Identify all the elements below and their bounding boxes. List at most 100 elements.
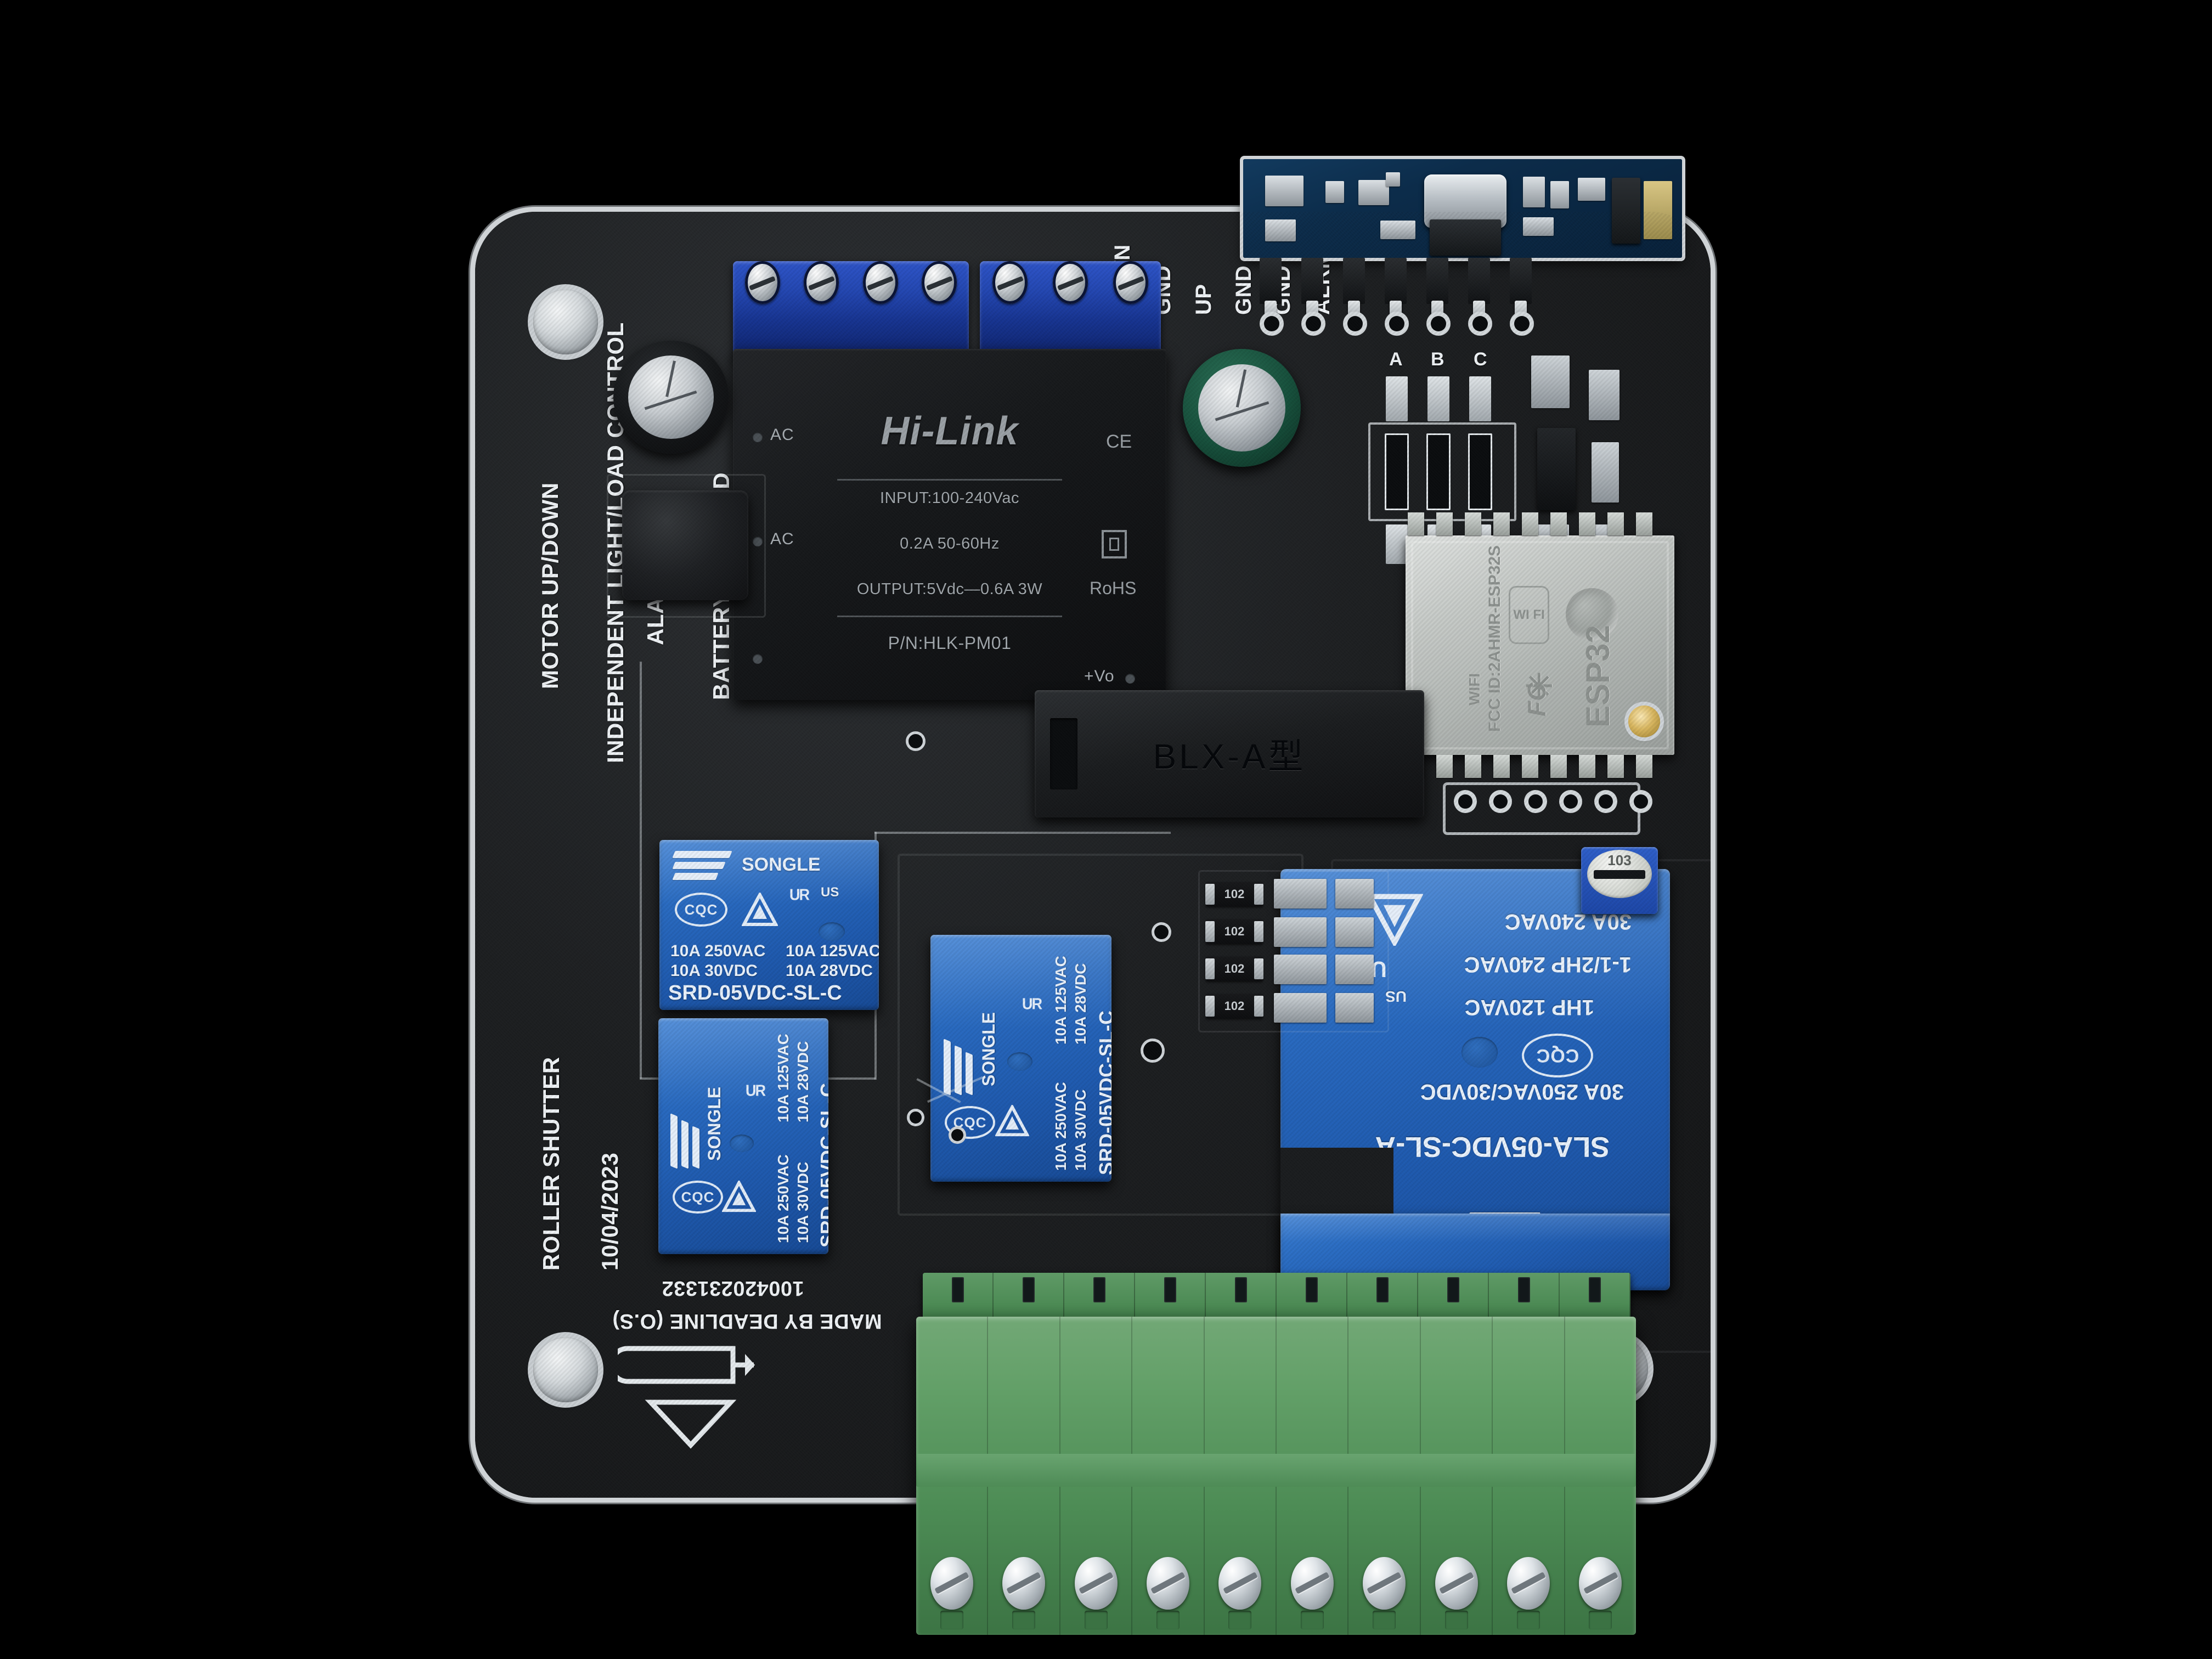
terminal-label-gnd-2: GND <box>1232 265 1256 315</box>
green-header-way <box>1206 1273 1277 1328</box>
green-terminal-screw[interactable] <box>1002 1557 1046 1610</box>
trimpot-wiper[interactable]: 103 <box>1587 849 1652 898</box>
green-header-way <box>1560 1273 1630 1328</box>
ul-mark: ᵁᴿ <box>1023 995 1042 1019</box>
relay-rating-dc-left: 10A 30VDC <box>1072 1089 1089 1171</box>
smd-resistor-102-4: 102 <box>1205 994 1264 1018</box>
green-terminal-port[interactable] <box>1084 1611 1108 1629</box>
jumper-label-b: B <box>1431 349 1445 370</box>
relay-small-2: SONGLE CQC ᵁᴿ 10A 250VAC 10A 125VAC 10A … <box>658 1018 828 1254</box>
wifi-badge-text: WI FI <box>1513 607 1545 622</box>
pcb-board: BT DOWN GND UP GND GND ALRM MOTOR UP/DOW… <box>475 159 1715 1545</box>
esp32-fcc-id-label: FCC ID:2AHMR-ESP32S <box>1486 545 1504 732</box>
electrolytic-capacitor-output <box>1183 349 1301 467</box>
green-terminal-port[interactable] <box>1589 1611 1612 1629</box>
earth-ground-icon <box>618 1346 755 1449</box>
green-terminal-screw[interactable] <box>930 1557 973 1610</box>
hilink-rohs-mark: RoHS <box>1090 578 1137 598</box>
rf-header-through-holes <box>1264 316 1530 331</box>
ufl-antenna-connector[interactable] <box>1628 706 1660 737</box>
terminal-screw[interactable] <box>1113 261 1148 304</box>
esp32-castellated-pads-top <box>1408 512 1652 535</box>
via-test-point-1 <box>909 734 923 748</box>
build-code-label: 100420231332 <box>662 1277 804 1300</box>
rf-header-pins[interactable] <box>1260 258 1532 304</box>
relay-part-number: SRD-05VDC-SL-C <box>816 1082 828 1248</box>
relay-rating-ac-right: 10A 125VAC <box>775 1034 792 1122</box>
terminal-screw[interactable] <box>744 261 780 304</box>
esp32-castellated-pads-bottom <box>1408 755 1652 778</box>
green-terminal-screw[interactable] <box>1363 1557 1406 1610</box>
relay-brand: SONGLE <box>704 1086 724 1161</box>
green-terminal-port[interactable] <box>1516 1611 1540 1629</box>
green-terminal-screw[interactable] <box>1435 1557 1478 1610</box>
green-terminal-screw[interactable] <box>1506 1557 1550 1610</box>
project-date-label: 10/04/2023 <box>597 1152 623 1271</box>
fuse-holder-label: BLX-A型 <box>1153 737 1306 776</box>
smd-transistor-1 <box>1537 428 1576 510</box>
wifi-badge-icon: WI FI <box>1509 586 1549 644</box>
green-header-way <box>1418 1273 1489 1328</box>
relay-rating-ac-left: 10A 250VAC <box>670 942 766 960</box>
terminal-screw[interactable] <box>992 261 1028 304</box>
green-terminal-screw[interactable] <box>1579 1557 1622 1610</box>
green-terminal-way[interactable] <box>1277 1317 1349 1635</box>
relay-large-rating-main: 30A 250VAC/30VDC <box>1420 1080 1624 1104</box>
relay-small-1: SONGLE CQC ᵁᴿ US 10A 250VAC 10A 125VAC 1… <box>659 840 879 1010</box>
blue-terminal-block-right[interactable] <box>980 261 1161 360</box>
jumper-label-c: C <box>1474 349 1488 370</box>
smd-resistor-102-1: 102 <box>1205 882 1264 906</box>
green-header-way <box>1064 1273 1135 1328</box>
relay-rating-ac-right: 10A 125VAC <box>1052 956 1069 1045</box>
esp-programming-header-holes[interactable] <box>1458 794 1648 809</box>
green-header-way <box>994 1273 1064 1328</box>
green-terminal-port[interactable] <box>1156 1611 1180 1629</box>
green-header-way <box>1489 1273 1560 1328</box>
function-label-motor-up-down: MOTOR UP/DOWN <box>537 482 563 689</box>
relay-rating-ac-left: 10A 250VAC <box>1052 1082 1069 1171</box>
green-terminal-screw[interactable] <box>1146 1557 1189 1610</box>
cqc-mark: CQC <box>945 1106 995 1139</box>
terminal-screw[interactable] <box>804 261 839 304</box>
green-terminal-port[interactable] <box>1300 1611 1324 1629</box>
trimmer-potentiometer[interactable]: 103 <box>1581 847 1658 914</box>
ul-mark: ᵁᴿ <box>746 1082 766 1106</box>
hilink-pin-ac-1: AC <box>770 426 794 444</box>
green-header-way <box>1135 1273 1206 1328</box>
green-terminal-port[interactable] <box>1012 1611 1036 1629</box>
smd-resistor-102-3: 102 <box>1205 957 1264 981</box>
terminal-screw[interactable] <box>1053 261 1088 304</box>
hilink-pin-vo: +Vo <box>1084 667 1115 685</box>
relay-small-3: SONGLE CQC ᵁᴿ 10A 250VAC 10A 125VAC 10A … <box>930 935 1111 1182</box>
ul-mark: ᵁᴿ <box>790 886 810 910</box>
relay-rating-ac-left: 10A 250VAC <box>775 1154 792 1243</box>
rf-receiver-daughterboard <box>1243 159 1682 258</box>
fuse-slot <box>1050 718 1078 789</box>
green-header-way <box>1277 1273 1347 1328</box>
green-terminal-port[interactable] <box>1373 1611 1396 1629</box>
hilink-power-module: Hi-Link INPUT:100-240Vac 0.2A 50-60Hz OU… <box>733 349 1166 700</box>
green-terminal-port[interactable] <box>940 1611 963 1629</box>
hilink-part-number: P/N:HLK-PM01 <box>888 633 1012 653</box>
relay-rating-dc-left: 10A 30VDC <box>670 962 758 980</box>
mounting-hole-bottom-left <box>533 1338 598 1402</box>
relay-brand: SONGLE <box>979 1012 998 1086</box>
fuse-holder[interactable]: BLX-A型 <box>1035 690 1424 817</box>
smd-resistor-102-2: 102 <box>1205 919 1264 944</box>
relay-part-number: SRD-05VDC-SL-C <box>668 981 842 1005</box>
green-terminal-port[interactable] <box>1444 1611 1468 1629</box>
relay-rating-dc-right: 10A 28VDC <box>794 1041 811 1122</box>
blue-terminal-block-left[interactable] <box>733 261 969 360</box>
terminal-screw[interactable] <box>922 261 957 304</box>
hilink-current-spec: 0.2A 50-60Hz <box>900 535 1000 553</box>
crystal-oscillator <box>1424 174 1506 228</box>
hilink-ce-mark: CE <box>1106 431 1132 452</box>
relay-rating-dc-right: 10A 28VDC <box>786 962 873 980</box>
green-terminal-port[interactable] <box>1228 1611 1252 1629</box>
green-terminal-screw[interactable] <box>1290 1557 1334 1610</box>
green-terminal-way[interactable] <box>1565 1317 1636 1635</box>
power-inductor <box>622 490 748 600</box>
terminal-screw[interactable] <box>862 261 898 304</box>
green-terminal-screw[interactable] <box>1074 1557 1118 1610</box>
green-terminal-screw[interactable] <box>1218 1557 1262 1610</box>
